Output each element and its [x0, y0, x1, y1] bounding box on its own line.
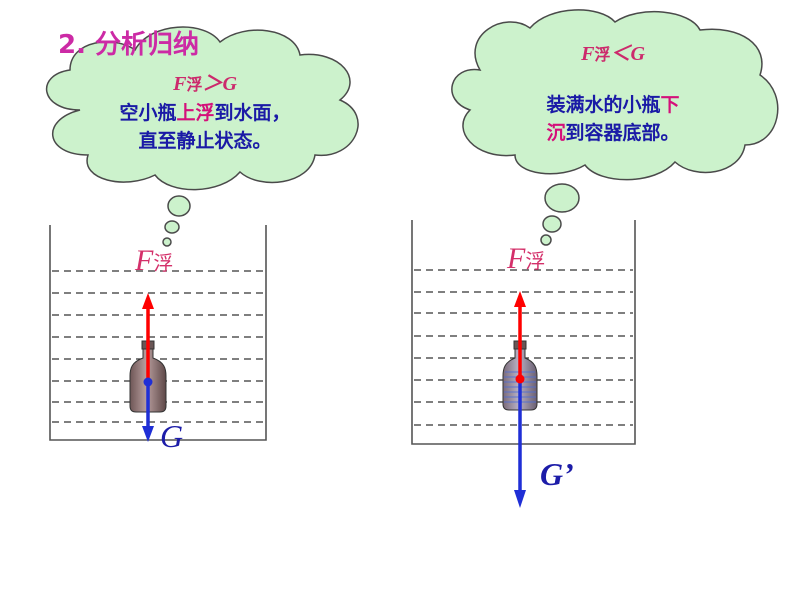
left-weight-label: G [160, 418, 184, 454]
left-cloud-bubble-small [162, 237, 172, 247]
left-cloud-shape [45, 26, 359, 191]
section-heading: 2. 分析归纳 [58, 30, 200, 60]
right-beaker-outline [411, 220, 636, 445]
right-cloud-bubble-small [540, 234, 552, 246]
right-container [411, 220, 636, 508]
right-buoyancy-label: F浮 [507, 242, 545, 276]
left-buoyancy-label-sub: 浮 [153, 251, 174, 275]
left-buoyancy-label-main: F [135, 244, 154, 277]
left-line1-before: 空小瓶 [119, 102, 177, 124]
right-line2-after: 到容器底部。 [565, 122, 680, 144]
right-line1-highlight: 下 [660, 94, 680, 116]
right-center-of-mass-dot [515, 374, 525, 384]
right-gravity-arrow-head [514, 490, 526, 508]
right-cloud-line2: 沉到容器底部。 [478, 119, 748, 147]
right-cloud-text: F浮＜G 装满水的小瓶下 沉到容器底部。 [478, 40, 748, 147]
right-formula-sub: 浮 [594, 45, 611, 64]
left-cloud-bubble-large [167, 195, 191, 217]
right-formula-rest: ＜G [610, 43, 645, 65]
left-gravity-arrow-head [142, 426, 154, 442]
right-buoyancy-label-sub: 浮 [525, 249, 546, 273]
left-container [49, 225, 267, 442]
right-weight-label: G’ [540, 456, 574, 492]
left-thought-cloud [45, 26, 359, 247]
right-line1-before: 装满水的小瓶 [546, 94, 661, 116]
right-cloud-formula: F浮＜G [478, 40, 748, 69]
left-formula-f: F [173, 73, 187, 95]
right-cloud-line1: 装满水的小瓶下 [478, 91, 748, 119]
right-line2-highlight: 沉 [546, 122, 566, 144]
right-cloud-bubble-large [544, 183, 580, 213]
right-buoyancy-label-main: F [507, 242, 526, 275]
left-cloud-text: F浮＞G 空小瓶上浮到水面， 直至静止状态。 [70, 70, 340, 155]
left-beaker-outline [49, 225, 267, 441]
left-cloud-line2: 直至静止状态。 [138, 130, 272, 152]
right-buoyancy-arrow-head [514, 291, 526, 307]
left-line1-after: 到水面， [214, 102, 291, 124]
left-buoyancy-label: F浮 [135, 244, 173, 278]
left-center-of-mass-dot [143, 377, 153, 387]
right-formula-f: F [581, 43, 595, 65]
left-cloud-bubble-medium [164, 220, 180, 234]
left-cloud-formula: F浮＞G [70, 70, 340, 99]
left-formula-sub: 浮 [186, 75, 203, 94]
right-cloud-shape [451, 9, 779, 181]
right-cloud-bubble-medium [542, 215, 562, 233]
left-cloud-line1: 空小瓶上浮到水面， [70, 99, 340, 127]
left-line1-highlight: 上浮 [176, 102, 215, 124]
left-buoyancy-arrow-head [142, 293, 154, 309]
right-thought-cloud [451, 9, 779, 246]
left-formula-rest: ＞G [202, 73, 237, 95]
